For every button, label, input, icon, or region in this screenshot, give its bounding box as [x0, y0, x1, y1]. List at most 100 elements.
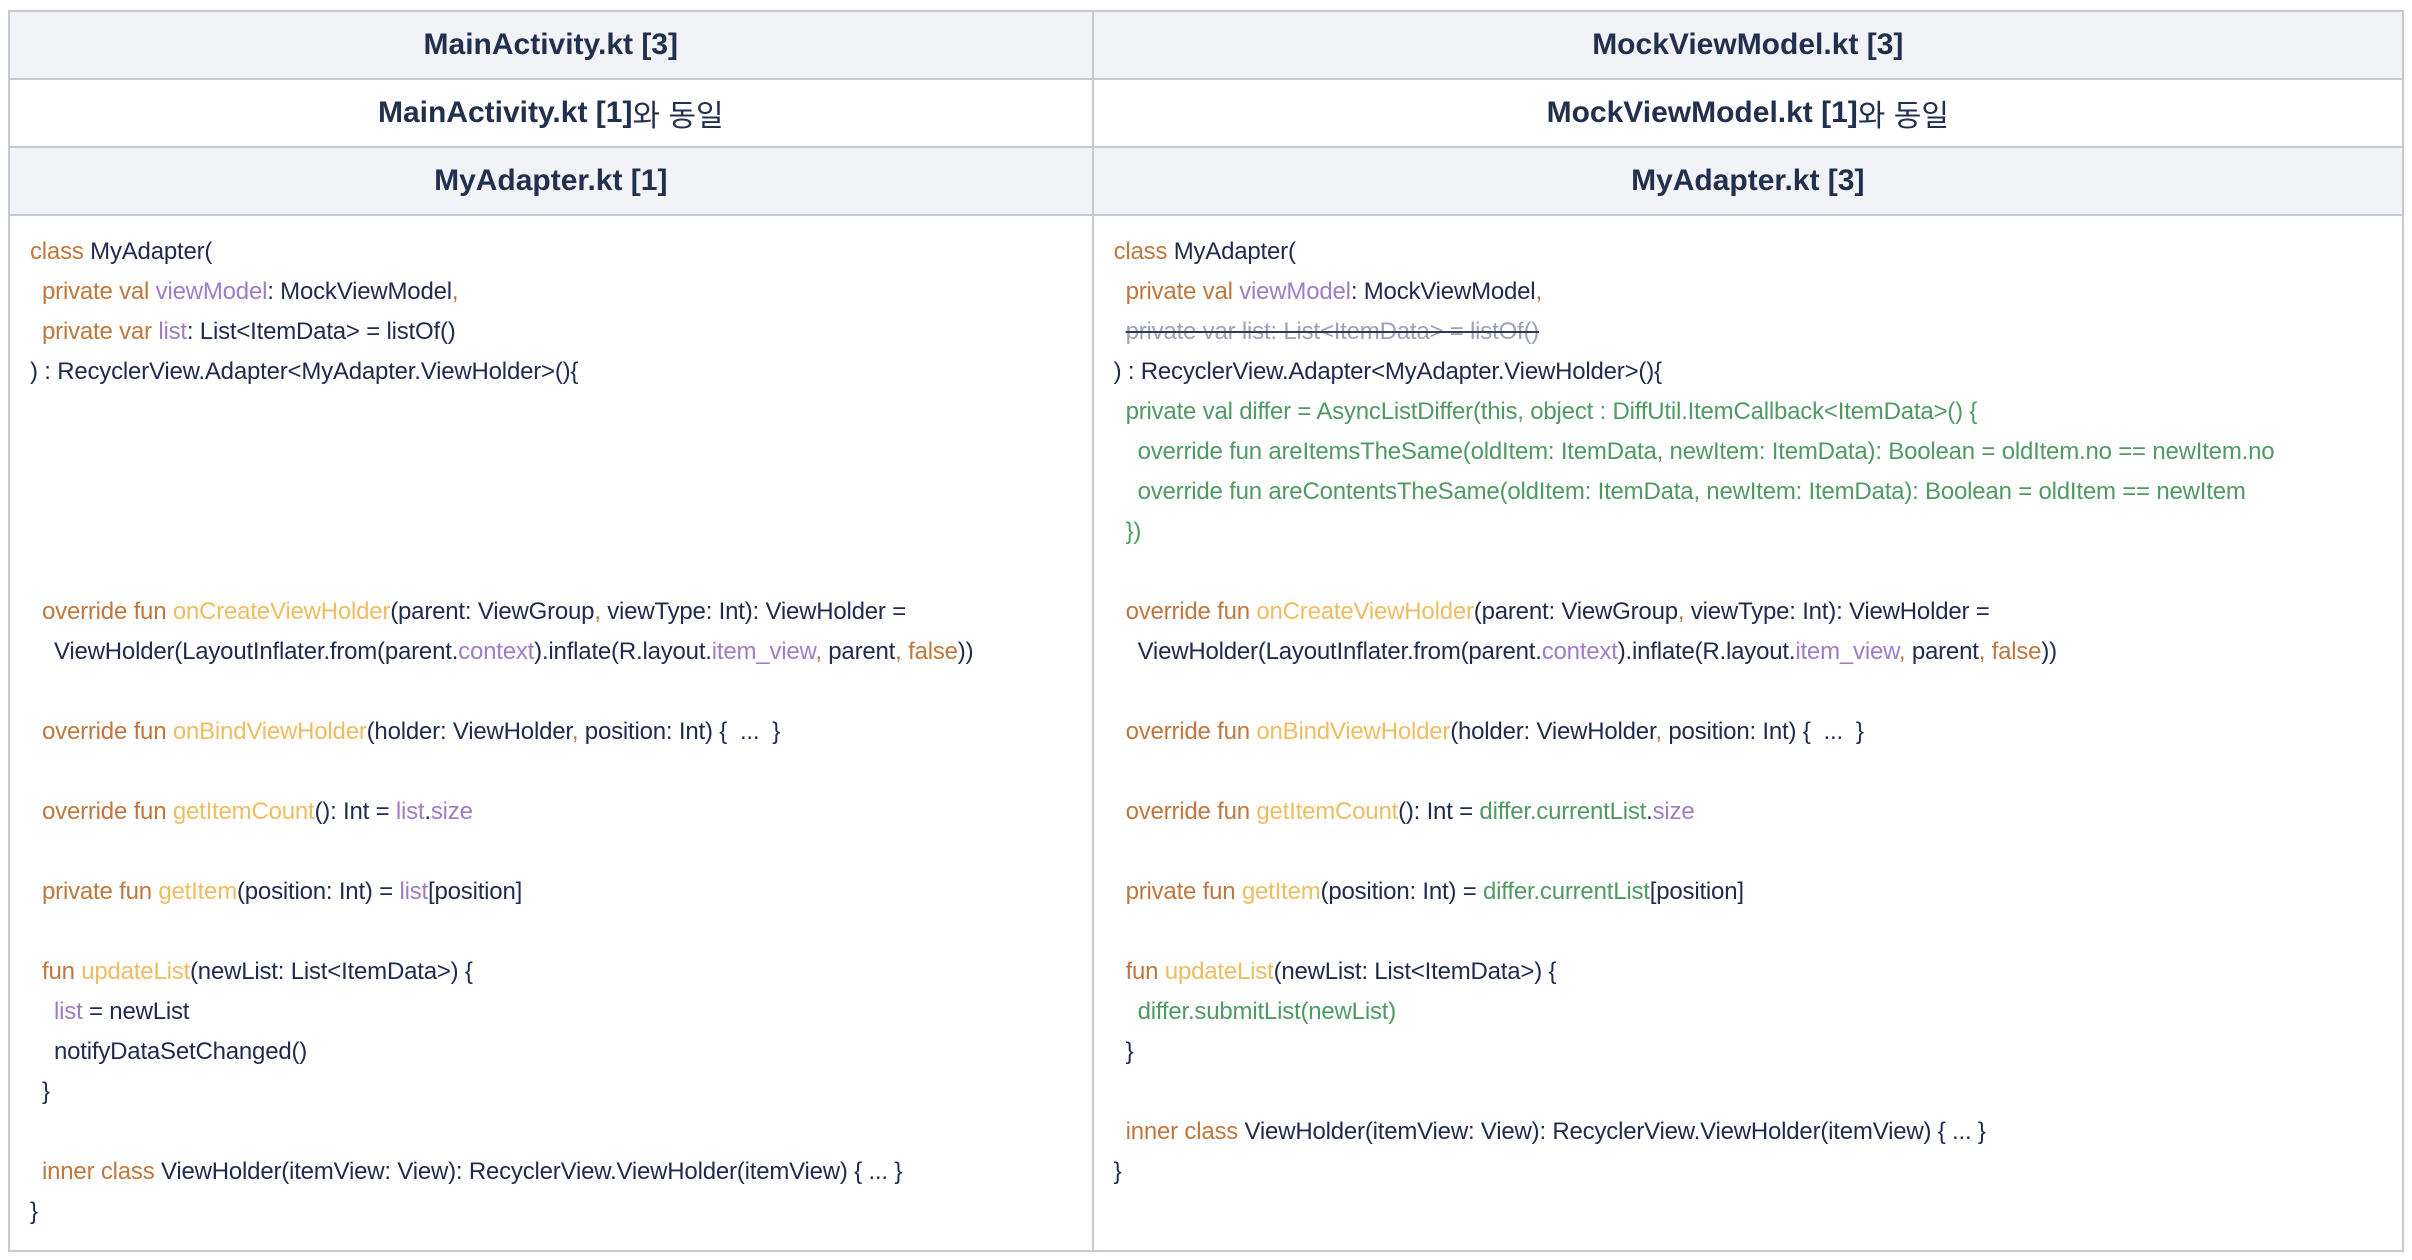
code-comparison-table: MainActivity.kt [3] MockViewModel.kt [3]… [8, 10, 2404, 1252]
code-token-prop: size [430, 798, 473, 825]
code-token-plain: viewType: Int): ViewHolder = [1684, 598, 1990, 625]
code-token-kw: , false [895, 638, 958, 665]
code-line: private fun getItem(position: Int) = lis… [30, 872, 1076, 912]
code-line: override fun areContentsTheSame(oldItem:… [1114, 472, 2386, 512]
code-token-kw: class [1113, 238, 1168, 265]
code-token-plain: . [1646, 798, 1653, 825]
code-line [30, 672, 1076, 712]
header-cell-right-top: MockViewModel.kt [3] [1093, 12, 2402, 80]
code-token-plain: = newList [82, 998, 190, 1025]
code-token-prop: context [458, 638, 535, 665]
code-token-plain: ).inflate(R.layout. [534, 638, 712, 665]
code-token-fn: updateList [1164, 958, 1274, 985]
code-token-prop: list [54, 998, 83, 1025]
code-token-green: override fun areItemsTheSame(oldItem: It… [1137, 438, 2275, 465]
code-token-kw: override fun [1125, 598, 1257, 625]
code-token-kw: override fun [42, 718, 173, 745]
code-block-left: class MyAdapter(private val viewModel: M… [10, 216, 1094, 1250]
code-line: } [30, 1072, 1076, 1112]
code-token-plain: parent [821, 638, 896, 665]
code-line: list = newList [30, 992, 1076, 1032]
code-line: private var list: List<ItemData> = listO… [1114, 312, 2386, 352]
code-line [30, 552, 1076, 592]
code-token-plain: (holder: ViewHolder [366, 718, 572, 745]
code-line [30, 912, 1076, 952]
code-token-kw: override fun [42, 798, 173, 825]
code-token-green: differ.submitList(newList) [1137, 998, 1397, 1025]
subtitle-suffix: 와 동일 [1857, 100, 1949, 133]
code-token-kw: private val [1125, 278, 1240, 305]
code-token-fn: getItem [1241, 878, 1321, 905]
code-token-plain: ).inflate(R.layout. [1617, 638, 1796, 665]
code-token-fn: onCreateViewHolder [1256, 598, 1474, 625]
code-token-kw: override fun [1125, 798, 1257, 825]
code-token-kw: inner class [1125, 1118, 1245, 1145]
code-line: } [30, 1192, 1076, 1232]
subtitle-filename: MainActivity.kt [1] [377, 96, 633, 129]
code-token-plain: (holder: ViewHolder [1450, 718, 1656, 745]
code-token-plain: (): Int = [1398, 798, 1480, 825]
code-token-plain: (position: Int) = [1320, 878, 1484, 905]
code-token-kw: , [594, 598, 601, 625]
code-token-plain: ViewHolder(LayoutInflater.from(parent. [54, 638, 459, 665]
code-token-kw: private val [42, 278, 156, 305]
code-token-plain: MyAdapter( [1167, 238, 1296, 265]
code-token-plain: [position] [1649, 878, 1744, 905]
code-token-plain: position: Int) { ... } [1661, 718, 1864, 745]
code-token-plain: (newList: List<ItemData>) { [1273, 958, 1557, 985]
code-token-kw: override fun [1125, 718, 1257, 745]
code-line: override fun onBindViewHolder(holder: Vi… [30, 712, 1076, 752]
code-token-prop: list [158, 318, 187, 345]
code-token-plain: viewType: Int): ViewHolder = [600, 598, 907, 625]
code-token-kw: override fun [42, 598, 173, 625]
code-token-fn: onCreateViewHolder [172, 598, 391, 625]
code-token-prop: list [399, 878, 429, 905]
code-token-plain: )) [957, 638, 974, 665]
code-token-plain: : MockViewModel [1350, 278, 1536, 305]
code-token-kw: private fun [1125, 878, 1242, 905]
code-token-plain: (position: Int) = [236, 878, 400, 905]
code-token-green: private val differ = AsyncListDiffer(thi… [1125, 398, 1978, 425]
code-token-plain: ViewHolder(LayoutInflater.from(parent. [1137, 638, 1542, 665]
code-line: ViewHolder(LayoutInflater.from(parent.co… [1114, 632, 2386, 672]
code-token-kw: inner class [42, 1158, 161, 1185]
code-token-plain: ) : RecyclerView.Adapter<MyAdapter.ViewH… [30, 358, 579, 385]
code-token-plain: [position] [428, 878, 523, 905]
code-token-plain: } [1113, 1158, 1122, 1185]
code-token-plain: position: Int) { ... } [578, 718, 781, 745]
code-token-plain: } [30, 1198, 38, 1225]
subtitle-suffix: 와 동일 [632, 100, 724, 133]
code-line: ViewHolder(LayoutInflater.from(parent.co… [30, 632, 1076, 672]
header-title: MyAdapter.kt [1] [434, 164, 668, 197]
code-line: inner class ViewHolder(itemView: View): … [1114, 1112, 2386, 1152]
code-line: inner class ViewHolder(itemView: View): … [30, 1152, 1076, 1192]
code-line: ) : RecyclerView.Adapter<MyAdapter.ViewH… [30, 352, 1076, 392]
header-cell-left-top: MainActivity.kt [3] [10, 12, 1094, 80]
code-token-kw: , [1655, 718, 1662, 745]
code-line [30, 472, 1076, 512]
code-line [30, 1112, 1076, 1152]
code-token-plain: notifyDataSetChanged() [54, 1038, 308, 1065]
code-token-plain: (newList: List<ItemData>) { [190, 958, 473, 985]
code-line: private fun getItem(position: Int) = dif… [1114, 872, 2386, 912]
code-line: override fun onBindViewHolder(holder: Vi… [1114, 712, 2386, 752]
header-title: MockViewModel.kt [3] [1592, 28, 1904, 61]
code-token-plain: (): Int = [314, 798, 396, 825]
code-line: }) [1114, 512, 2386, 552]
code-token-plain: MyAdapter( [83, 238, 213, 265]
code-token-fn: onBindViewHolder [172, 718, 367, 745]
code-line: override fun getItemCount(): Int = list.… [30, 792, 1076, 832]
code-line [1114, 832, 2386, 872]
code-line: } [1114, 1152, 2386, 1192]
code-token-prop: item_view [1795, 638, 1899, 665]
code-line [30, 392, 1076, 432]
code-token-prop: size [1652, 798, 1695, 825]
code-token-plain: : MockViewModel [267, 278, 452, 305]
code-line: override fun getItemCount(): Int = diffe… [1114, 792, 2386, 832]
subtitle-cell-right: MockViewModel.kt [1] 와 동일 [1093, 80, 2402, 148]
header-cell-left-adapter: MyAdapter.kt [1] [10, 148, 1094, 216]
code-token-green: override fun areContentsTheSame(oldItem:… [1137, 478, 2246, 505]
code-token-fn: getItemCount [1256, 798, 1399, 825]
subtitle-cell-left: MainActivity.kt [1] 와 동일 [10, 80, 1094, 148]
